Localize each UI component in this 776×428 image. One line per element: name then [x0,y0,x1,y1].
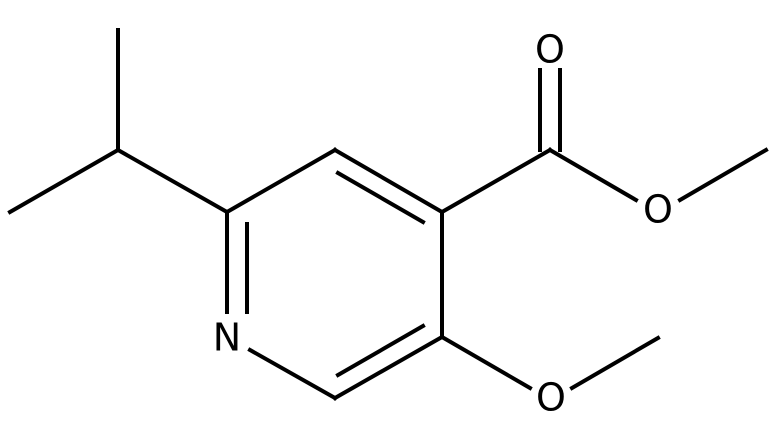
ring-bond-c2-c3 [224,147,338,215]
ring-to-carbonyl-bond [439,147,553,215]
methoxy-oxygen-to-methyl-bond [569,335,661,391]
ring-bond-c3-c4 [332,147,445,215]
ring-bond-c5-c6-inner [335,323,426,378]
ring-bond-c3-c4-inner [335,170,426,225]
ester-oxygen-label: O [643,188,673,232]
carbonyl-to-ester-oxygen-bond [547,147,639,203]
carbonyl-oxygen-label: O [535,28,565,72]
ring-to-methoxy-oxygen-bond [439,334,533,391]
isopropyl-methyl-left-bond [7,147,121,215]
ring-nitrogen-label: N [213,316,241,360]
ring-bond-c5-c6 [332,334,445,401]
isopropyl-to-ring-bond [115,147,230,215]
methoxy-oxygen-label: O [536,376,566,420]
ester-oxygen-to-methyl-bond [677,147,769,203]
ring-bond-c6-n [247,347,338,401]
